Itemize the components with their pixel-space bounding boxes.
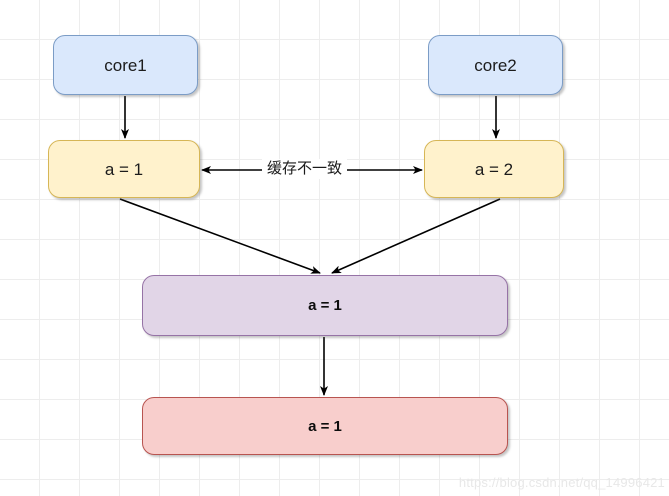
edge-label-cache-inconsistency: 缓存不一致 xyxy=(262,159,348,179)
node-disk-label: a = 1 xyxy=(308,417,342,435)
node-core2-label: core2 xyxy=(474,55,517,75)
node-cache1-label: a = 1 xyxy=(104,159,144,179)
watermark-text: https://blog.csdn.net/qq_14996421 xyxy=(458,475,665,490)
node-memory-label: a = 1 xyxy=(308,297,342,314)
node-cache1[interactable]: a = 1 xyxy=(48,140,200,198)
node-core1-label: core1 xyxy=(104,55,147,75)
edge-cache2-to-memory xyxy=(331,198,501,274)
node-disk[interactable]: a = 1 xyxy=(142,397,508,455)
node-cache2-label: a = 2 xyxy=(474,159,514,179)
node-memory[interactable]: a = 1 xyxy=(142,275,508,336)
node-core2[interactable]: core2 xyxy=(428,35,563,95)
node-cache2[interactable]: a = 2 xyxy=(424,140,564,198)
node-core1[interactable]: core1 xyxy=(53,35,198,95)
edge-cache1-to-memory xyxy=(119,198,321,274)
